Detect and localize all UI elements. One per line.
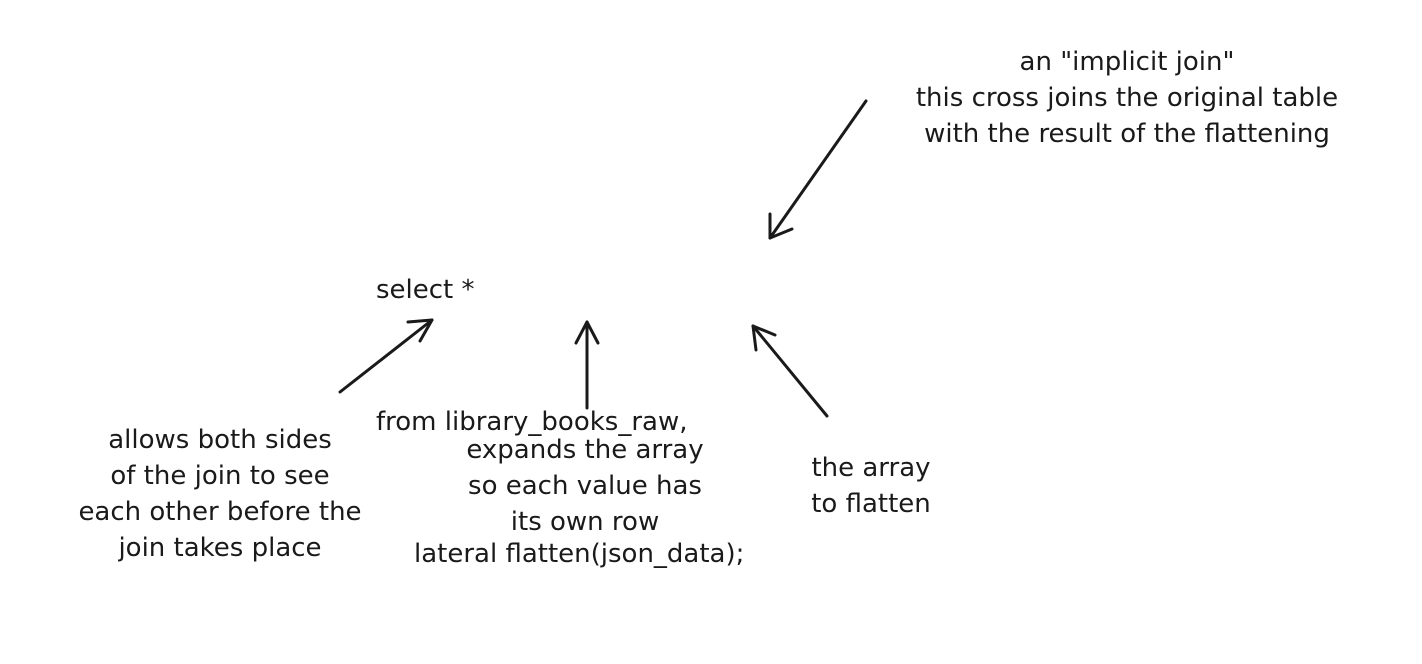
arrow-array xyxy=(751,324,829,418)
annotation-line: with the result of the flattening xyxy=(924,119,1330,149)
code-line-from: from library_books_raw, xyxy=(376,407,688,437)
arrow-lateral xyxy=(338,318,434,394)
arrow-flatten xyxy=(574,320,600,410)
arrow-head xyxy=(768,212,794,240)
annotation-line: this cross joins the original table xyxy=(915,83,1339,113)
sql-code-block: select * from library_books_raw, lateral… xyxy=(376,180,744,664)
diagram-canvas: select * from library_books_raw, lateral… xyxy=(28,44,1401,569)
arrows-layer xyxy=(338,99,868,418)
annotation-line: join takes place xyxy=(118,533,322,563)
annotation-line: the array xyxy=(811,453,931,483)
annotation-line: each other before the xyxy=(78,497,362,527)
arrow-implicit-join xyxy=(768,99,868,240)
annotation-line: allows both sides xyxy=(108,425,332,455)
annotation-implicit-join: an "implicit join" this cross joins the … xyxy=(853,44,1401,152)
annotation-line: expands the array xyxy=(466,435,704,465)
arrow-shaft xyxy=(751,324,829,418)
code-line-select: select * xyxy=(376,275,475,305)
annotation-line: its own row xyxy=(510,507,660,537)
arrow-shaft xyxy=(768,99,868,240)
annotation-array: the array to flatten xyxy=(780,450,962,522)
arrow-head xyxy=(751,324,777,352)
annotation-line: an "implicit join" xyxy=(1019,47,1235,77)
annotation-line: of the join to see xyxy=(110,461,330,491)
annotation-flatten: expands the array so each value has its … xyxy=(418,432,752,540)
arrow-head xyxy=(406,318,434,343)
annotation-lateral: allows both sides of the join to see eac… xyxy=(28,422,412,566)
annotation-line: to flatten xyxy=(811,489,931,519)
code-line-lateral-flatten: lateral flatten(json_data); xyxy=(414,539,745,569)
arrow-shaft xyxy=(338,318,434,394)
annotation-line: so each value has xyxy=(468,471,702,501)
arrow-head xyxy=(574,320,600,345)
